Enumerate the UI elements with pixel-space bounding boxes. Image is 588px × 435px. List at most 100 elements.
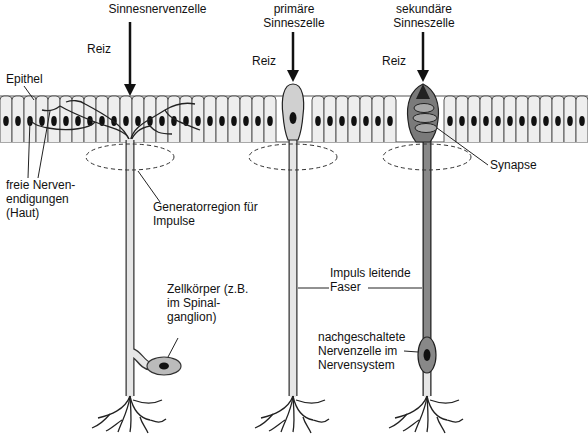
- generator-region: [383, 144, 471, 170]
- dendrite-branch: [106, 420, 122, 431]
- free-nerve-endings: [28, 101, 200, 142]
- nerve-branch: [66, 101, 85, 104]
- nerve-branch: [42, 106, 60, 111]
- dendrite-branch: [150, 419, 166, 422]
- nucleus: [159, 363, 169, 370]
- generator-regions: [86, 144, 471, 170]
- epithelial-cell: [528, 96, 540, 142]
- nucleus: [3, 116, 9, 126]
- stimulus-arrowhead: [417, 70, 429, 82]
- epithelial-cell: [504, 96, 516, 142]
- nucleus: [219, 116, 225, 126]
- stimulus-arrows: [124, 22, 429, 96]
- leader-lines: [24, 86, 488, 357]
- dendrite-branch: [293, 396, 294, 432]
- nucleus: [255, 116, 261, 126]
- secondary-sensory-cell: [408, 84, 439, 142]
- epithelial-cell: [336, 96, 348, 142]
- nucleus: [15, 116, 21, 126]
- epithelial-cell: [552, 96, 564, 142]
- epithelial-cell: [156, 96, 168, 142]
- part-label: Impuls leitende Faser: [330, 266, 425, 294]
- epithelial-cell: [228, 96, 240, 142]
- fiber-outline: [423, 140, 432, 396]
- dendrite-branch: [118, 396, 130, 432]
- dendrite-branch: [403, 420, 419, 431]
- epithelial-cell: [204, 96, 216, 142]
- nucleus: [290, 112, 297, 124]
- dendrite-branch: [430, 400, 459, 403]
- nucleus: [531, 116, 537, 126]
- nucleus: [339, 116, 345, 126]
- stimulus-arrow-shaft: [292, 32, 295, 72]
- dendrite-branch: [313, 419, 329, 422]
- leader-line: [38, 111, 50, 178]
- epithelial-cell: [360, 96, 372, 142]
- dendrite-branch: [447, 419, 463, 422]
- generator-region: [86, 144, 174, 170]
- epithelial-cell: [48, 96, 60, 142]
- nerve-branch: [60, 106, 130, 142]
- epithelial-cell: [564, 96, 576, 142]
- epithelial-cell: [96, 96, 108, 142]
- epithelial-cell: [192, 96, 204, 142]
- epithelial-cell: [456, 96, 468, 142]
- nucleus: [363, 116, 369, 126]
- nucleus: [483, 116, 489, 126]
- epithelial-cell: [444, 96, 456, 142]
- cell-type-label: sekundäre Sinneszelle: [385, 2, 463, 30]
- primary-sensory-cell: [282, 84, 303, 140]
- nucleus: [159, 116, 165, 126]
- nucleus: [495, 116, 501, 126]
- nerve-branch: [85, 104, 130, 142]
- nerve-branch: [165, 110, 200, 130]
- part-label: nachgeschaltete Nervenzelle im Nervensys…: [318, 330, 408, 372]
- cell-tip: [416, 84, 430, 99]
- epithelial-cell: [492, 96, 504, 142]
- nucleus: [135, 116, 141, 126]
- cell-type-label: primäre Sinneszelle: [255, 2, 333, 30]
- epithelial-cell: [240, 96, 252, 142]
- nerve-fiber-outline: [130, 140, 150, 396]
- nucleus: [315, 116, 321, 126]
- stimulus-arrow-shaft: [129, 22, 132, 86]
- epithelial-cell: [36, 96, 48, 142]
- nucleus: [351, 116, 357, 126]
- dendrite-branch: [130, 396, 150, 420]
- dendrite-branch: [427, 396, 428, 432]
- dendrite-branch: [140, 417, 148, 433]
- synaptic-loop: [414, 104, 434, 113]
- nerve-fiber: [290, 137, 297, 397]
- leader-line: [138, 171, 160, 202]
- leader-line: [24, 86, 34, 100]
- stimulus-label: Reiz: [87, 42, 127, 56]
- dendrite-branch: [255, 414, 273, 428]
- nucleus: [555, 116, 561, 126]
- epithelial-cell: [24, 96, 36, 142]
- part-label: Epithel: [6, 72, 66, 86]
- dendrite-branch: [269, 420, 285, 431]
- dendrite-branch: [437, 417, 445, 433]
- epithelial-cell: [480, 96, 492, 142]
- nucleus: [579, 116, 585, 126]
- leader-line: [404, 351, 418, 352]
- epithelial-cell: [468, 96, 480, 142]
- leader-line: [168, 338, 178, 357]
- nucleus: [459, 116, 465, 126]
- generator-region: [249, 144, 337, 170]
- leader-line: [368, 288, 422, 289]
- stimulus-label: Reiz: [252, 54, 292, 68]
- nerve-branch: [130, 103, 195, 142]
- dendrite-roots: [92, 396, 463, 433]
- epithelial-cell: [12, 96, 24, 142]
- stimulus-label: Reiz: [382, 54, 422, 68]
- epithelial-cell: [312, 96, 324, 142]
- nucleus: [231, 116, 237, 126]
- nucleus: [424, 349, 431, 361]
- part-label: Generatorregion für Impulse: [153, 200, 265, 228]
- dendrite-branch: [281, 396, 293, 432]
- epithelial-cell: [60, 96, 72, 142]
